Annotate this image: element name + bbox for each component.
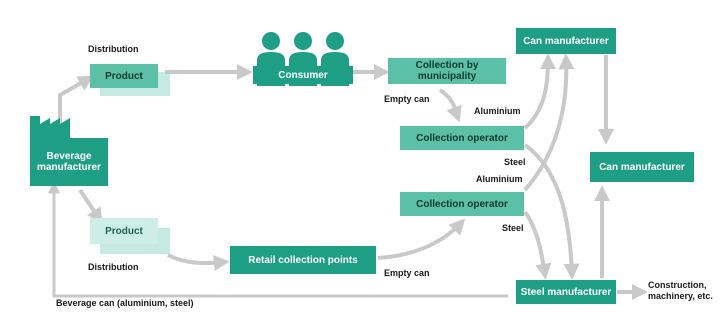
collection-operator-1-box: Collection operator — [400, 126, 524, 150]
empty-can-1-label: Empty can — [384, 94, 430, 104]
beverage-manufacturer-label: Beverage manufacturer — [37, 151, 101, 173]
steel-2-label: Steel — [502, 223, 524, 233]
arrow-op2-steel — [523, 210, 552, 280]
arrow-op2-canman1 — [523, 53, 575, 192]
construction-label: Construction, machinery, etc. — [648, 280, 713, 301]
beverage-manufacturer-box: Beverage manufacturer — [30, 138, 108, 186]
can-manufacturer-1-box: Can manufacturer — [516, 28, 616, 54]
can-manufacturer-1-label: Can manufacturer — [523, 35, 609, 47]
arrow-op1-steel — [523, 143, 580, 280]
factory-icon — [30, 116, 70, 138]
empty-can-2-label: Empty can — [384, 268, 430, 278]
can-manufacturer-2-box: Can manufacturer — [590, 152, 694, 182]
aluminium-1-label: Aluminium — [474, 106, 521, 116]
collection-operator-1-label: Collection operator — [416, 132, 508, 144]
collection-operator-2-label: Collection operator — [416, 198, 508, 210]
steel-manufacturer-label: Steel manufacturer — [520, 286, 612, 298]
product-top-box: Product — [90, 64, 158, 88]
retail-collection-label: Retail collection points — [248, 254, 358, 266]
consumer-box: Consumer — [253, 66, 353, 84]
can-manufacturer-2-label: Can manufacturer — [599, 161, 685, 173]
aluminium-2-label: Aluminium — [476, 174, 523, 184]
distribution-bottom-label: Distribution — [88, 262, 139, 272]
arrow-op1-canman1 — [523, 53, 556, 130]
steel-1-label: Steel — [504, 157, 526, 167]
collection-by-municipality-box: Collection by municipality — [388, 58, 506, 84]
steel-manufacturer-box: Steel manufacturer — [516, 280, 616, 304]
distribution-top-label: Distribution — [88, 44, 139, 54]
collection-by-municipality-label: Collection by municipality — [415, 60, 479, 82]
product-bottom-label: Product — [105, 225, 143, 237]
arrow-product-retail — [167, 253, 230, 272]
arrow-manufacturer-product-bottom — [78, 188, 103, 224]
product-top-label: Product — [105, 70, 143, 82]
return-loop-line — [48, 181, 508, 298]
beverage-can-label: Beverage can (aluminium, steel) — [56, 298, 194, 308]
arrow-municipality-operator1 — [438, 88, 462, 123]
consumer-label: Consumer — [278, 69, 328, 81]
collection-operator-2-box: Collection operator — [400, 192, 524, 216]
product-bottom-box: Product — [90, 218, 158, 244]
arrow-retail-operator2 — [377, 218, 466, 260]
retail-collection-box: Retail collection points — [230, 246, 376, 274]
